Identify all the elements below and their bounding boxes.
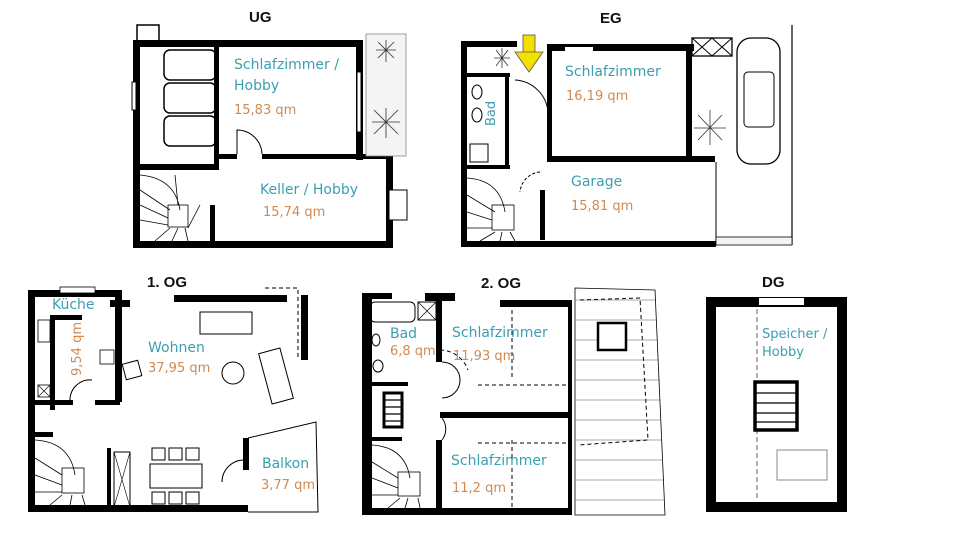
room-name-eg-garage: Garage bbox=[571, 174, 623, 190]
room-name-eg-schlafzimmer: Schlafzimmer bbox=[565, 64, 661, 80]
room-name-og2-bad: Bad bbox=[390, 326, 418, 342]
room-area-eg-schlafzimmer: 16,19 qm bbox=[566, 89, 629, 104]
room-name-line2: Hobby bbox=[762, 345, 804, 360]
room-name-dg-speicher: Speicher / Hobby bbox=[762, 326, 827, 362]
room-name-og1-wohnen: Wohnen bbox=[148, 340, 205, 356]
room-area-ug-schlafzimmer: 15,83 qm bbox=[234, 103, 297, 118]
room-area-og1-wohnen: 37,95 qm bbox=[148, 361, 211, 376]
room-name-og1-kueche: Küche bbox=[52, 297, 95, 313]
ug-plan bbox=[131, 24, 408, 248]
room-name-og2-schlafzimmer-2: Schlafzimmer bbox=[451, 453, 547, 469]
og2-plan bbox=[362, 287, 666, 516]
room-name-ug-keller: Keller / Hobby bbox=[260, 182, 359, 198]
room-area-og2-schlafzimmer-1: 11,93 qm bbox=[453, 349, 516, 364]
room-area-eg-garage: 15,81 qm bbox=[571, 199, 634, 214]
room-name-ug-schlafzimmer: Schlafzimmer / Hobby bbox=[234, 56, 339, 96]
room-name-line1: Schlafzimmer / bbox=[234, 57, 339, 73]
room-name-eg-bad: Bad bbox=[484, 100, 499, 126]
room-area-og1-kueche: 9,54 qm bbox=[70, 322, 85, 376]
og1-plan bbox=[28, 286, 319, 513]
floor-title-ug: UG bbox=[249, 9, 272, 26]
eg-plan bbox=[461, 25, 793, 247]
room-name-line1: Speicher / bbox=[762, 327, 828, 342]
room-area-og2-schlafzimmer-2: 11,2 qm bbox=[452, 481, 506, 496]
room-area-og2-bad: 6,8 qm bbox=[390, 344, 436, 359]
entrance-arrow-icon bbox=[514, 34, 544, 73]
room-area-ug-keller: 15,74 qm bbox=[263, 205, 326, 220]
floor-title-og1: 1. OG bbox=[147, 274, 188, 291]
room-area-og1-balkon: 3,77 qm bbox=[261, 478, 315, 493]
floor-title-og2: 2. OG bbox=[481, 275, 522, 292]
floor-title-dg: DG bbox=[762, 274, 785, 291]
dg-plan bbox=[706, 297, 847, 512]
room-name-og1-balkon: Balkon bbox=[262, 456, 310, 472]
room-name-og2-schlafzimmer-1: Schlafzimmer bbox=[452, 325, 548, 341]
floor-title-eg: EG bbox=[600, 10, 622, 27]
room-name-line2: Hobby bbox=[234, 78, 280, 94]
